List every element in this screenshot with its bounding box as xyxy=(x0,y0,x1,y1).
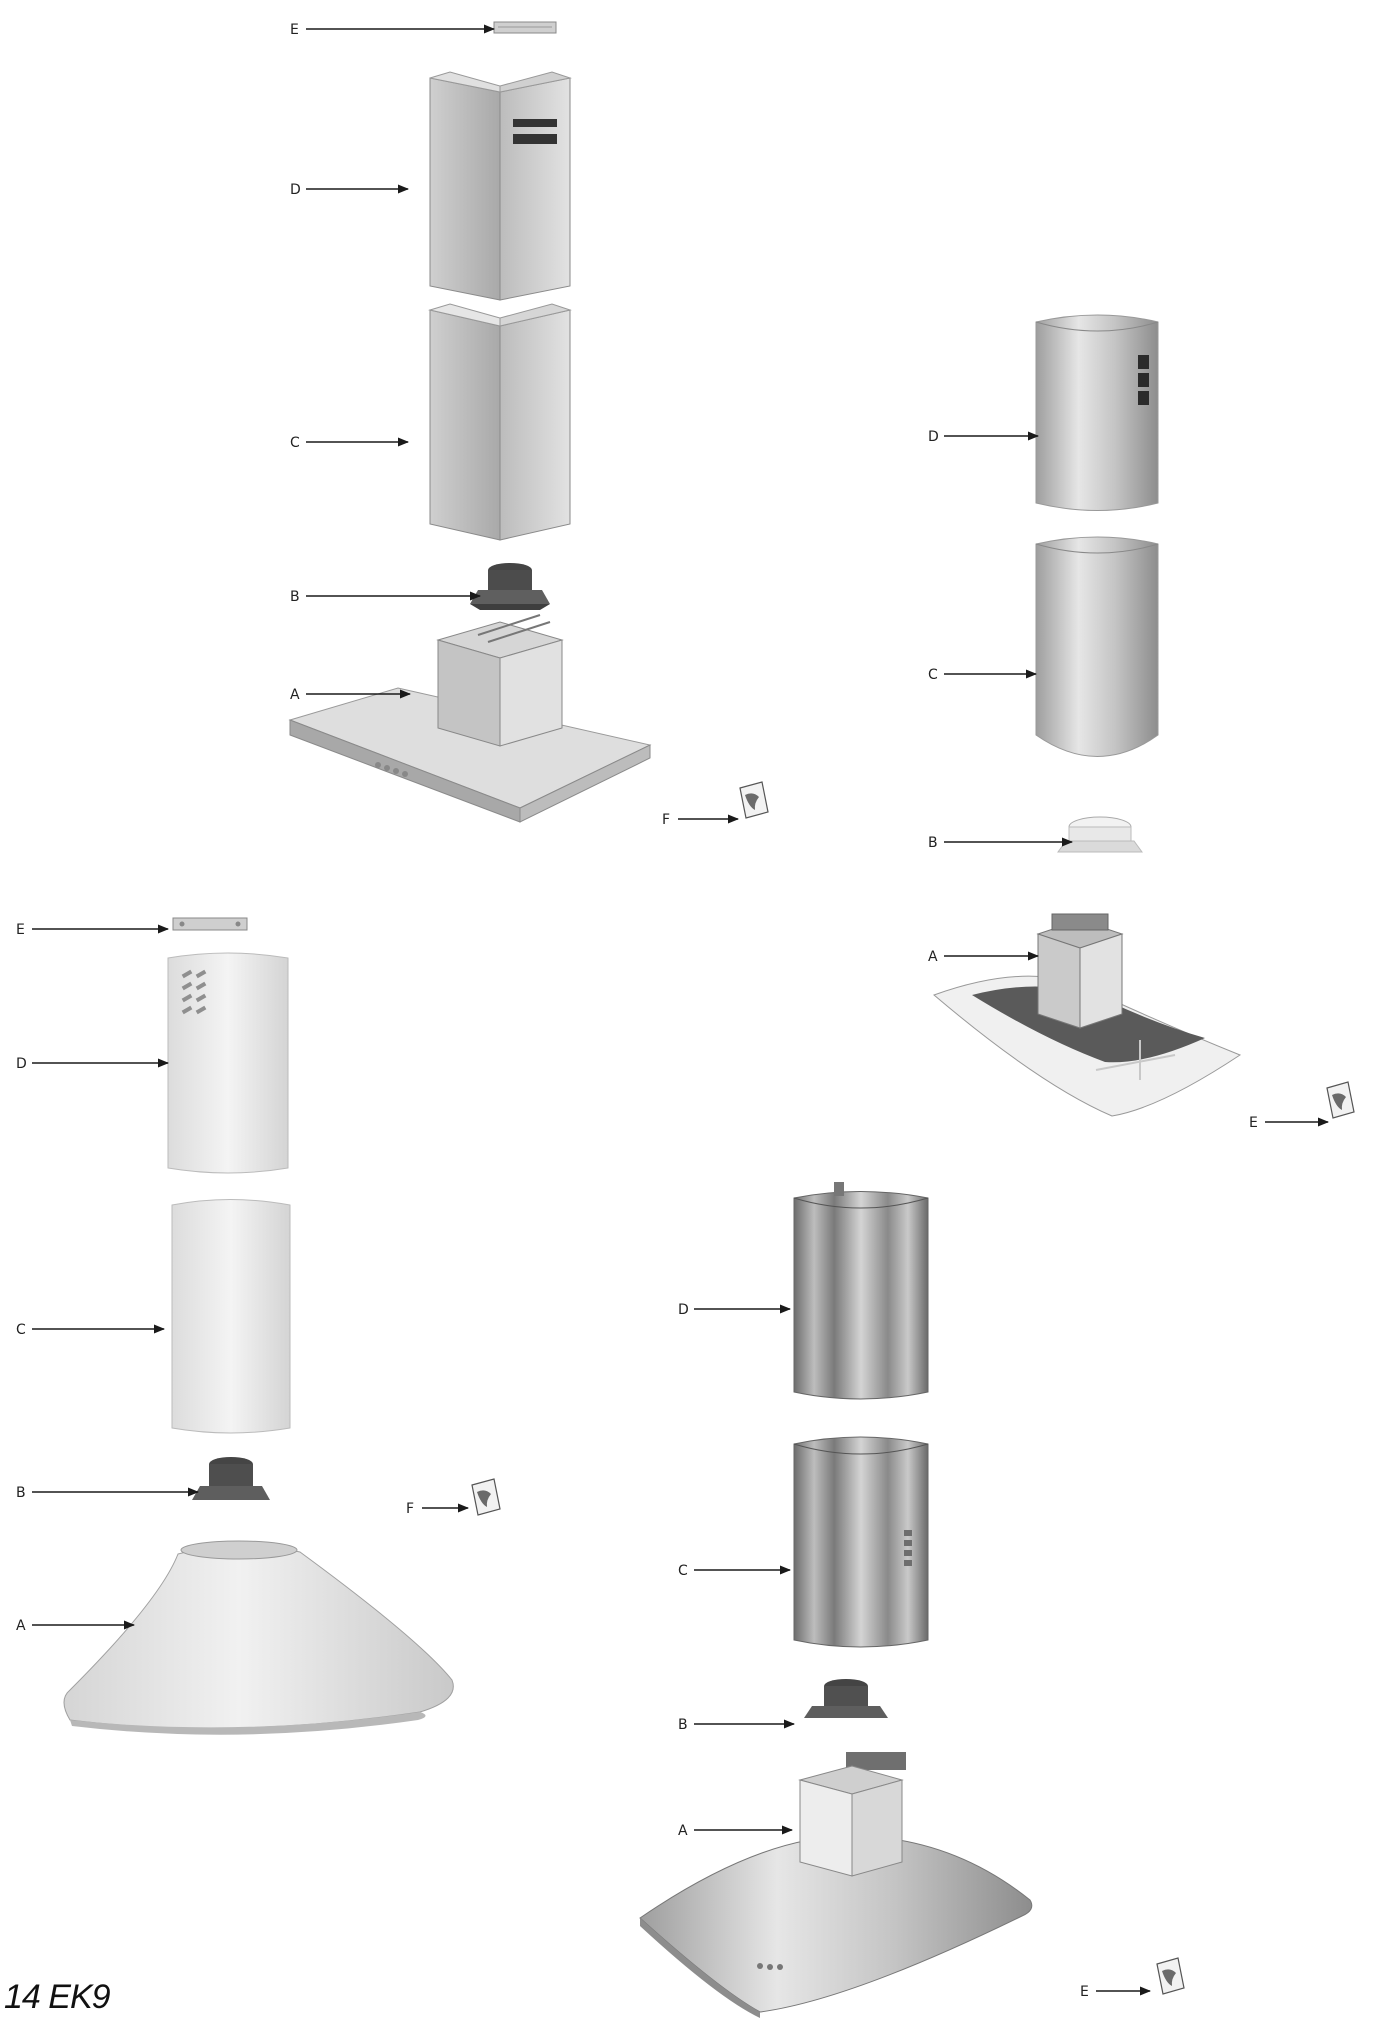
callout-layer: E D C B A F D C B A E E D C B A F D C B A E xyxy=(16,22,1330,2000)
callout-letter: C xyxy=(290,435,300,451)
callout-letter: C xyxy=(16,1322,26,1338)
vent-slots xyxy=(181,969,207,1015)
callout-letter: B xyxy=(290,589,300,605)
callout-letter: B xyxy=(928,835,938,851)
callout-curved-stainless-hood-d: D xyxy=(678,1302,792,1318)
hood-body-part xyxy=(933,913,1242,1117)
callout-box-hood-f: F xyxy=(662,812,740,828)
hood-body-part xyxy=(288,614,652,823)
adapter-part xyxy=(804,1679,888,1718)
hood-body-part xyxy=(639,1752,1033,2018)
lower-chimney-part xyxy=(793,1436,929,1648)
callout-letter: D xyxy=(928,429,939,445)
callout-cone-hood-a: A xyxy=(16,1618,136,1634)
callout-letter: C xyxy=(678,1563,688,1579)
upper-chimney-part xyxy=(1035,314,1159,511)
callout-letter: A xyxy=(16,1618,26,1634)
callout-curved-glass-hood-a: A xyxy=(928,949,1040,965)
callout-curved-stainless-hood-c: C xyxy=(678,1563,792,1579)
lower-chimney-part xyxy=(428,303,572,541)
control-buttons xyxy=(375,762,408,777)
callout-cone-hood-b: B xyxy=(16,1485,200,1501)
vent-slots xyxy=(904,1530,912,1566)
callout-box-hood-e: E xyxy=(290,22,496,38)
callout-curved-glass-hood-e: E xyxy=(1249,1115,1330,1131)
upper-chimney-part xyxy=(429,71,572,301)
callout-letter: E xyxy=(1249,1115,1258,1131)
callout-curved-glass-hood-c: C xyxy=(928,667,1038,683)
callout-letter: B xyxy=(678,1717,688,1733)
vent-slots xyxy=(513,119,557,144)
accessory-bag-part xyxy=(739,781,769,819)
callout-curved-glass-hood-d: D xyxy=(928,429,1040,445)
assembly-curved-stainless-hood xyxy=(639,1182,1185,2018)
callout-cone-hood-d: D xyxy=(16,1056,170,1072)
callout-letter: E xyxy=(16,922,25,938)
adapter-part xyxy=(1057,816,1143,853)
callout-box-hood-c: C xyxy=(290,435,410,451)
callout-cone-hood-c: C xyxy=(16,1322,166,1338)
callout-letter: A xyxy=(678,1823,688,1839)
control-buttons xyxy=(757,1963,783,1970)
accessory-bag-part xyxy=(1326,1081,1355,1119)
callout-box-hood-a: A xyxy=(290,687,412,703)
callout-letter: A xyxy=(290,687,300,703)
accessory-bag-part xyxy=(471,1478,501,1516)
lower-chimney-part xyxy=(171,1199,291,1434)
callout-letter: D xyxy=(290,182,301,198)
callout-cone-hood-f: F xyxy=(406,1501,470,1517)
adapter-part xyxy=(470,563,550,610)
accessory-bag-part xyxy=(1156,1957,1185,1995)
bracket-part xyxy=(172,917,248,931)
bracket-part xyxy=(493,21,557,34)
callout-letter: D xyxy=(678,1302,689,1318)
upper-chimney-part xyxy=(167,952,289,1174)
assembly-cone-hood xyxy=(63,917,501,1735)
callout-letter: E xyxy=(1080,1984,1089,2000)
callout-curved-glass-hood-b: B xyxy=(928,835,1074,851)
callout-letter: E xyxy=(290,22,299,38)
callout-box-hood-d: D xyxy=(290,182,410,198)
assembly-curved-glass-hood xyxy=(933,314,1355,1119)
upper-chimney-part xyxy=(793,1182,929,1400)
callout-letter: C xyxy=(928,667,938,683)
callout-box-hood-b: B xyxy=(290,589,482,605)
page-code: 14 EK9 xyxy=(4,1978,111,2016)
hood-body-part xyxy=(63,1540,454,1735)
callout-curved-stainless-hood-a: A xyxy=(678,1823,794,1839)
lower-chimney-part xyxy=(1035,536,1159,757)
vent-slots xyxy=(1138,355,1149,405)
callout-letter: B xyxy=(16,1485,26,1501)
callout-letter: F xyxy=(406,1501,414,1517)
callout-cone-hood-e: E xyxy=(16,922,170,938)
callout-letter: F xyxy=(662,812,670,828)
callout-letter: D xyxy=(16,1056,27,1072)
callout-curved-stainless-hood-b: B xyxy=(678,1717,796,1733)
callout-letter: A xyxy=(928,949,938,965)
callout-curved-stainless-hood-e: E xyxy=(1080,1984,1152,2000)
adapter-part xyxy=(192,1457,270,1500)
assembly-box-hood xyxy=(288,21,769,823)
